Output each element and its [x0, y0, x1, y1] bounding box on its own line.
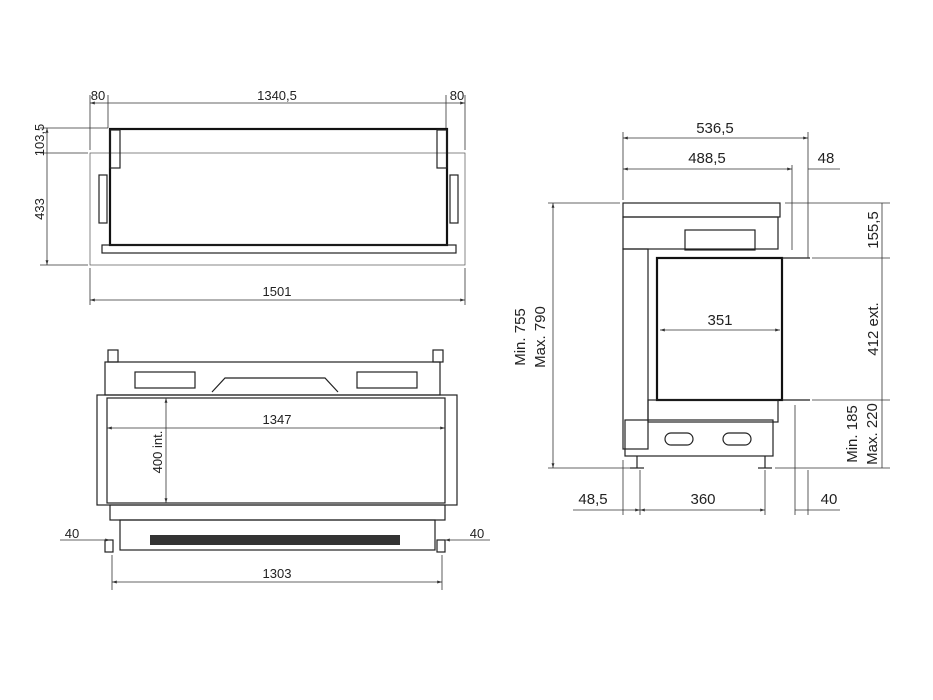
- dim-side-glass: 412 ext.: [865, 302, 882, 355]
- top-view-firebox: [108, 127, 449, 247]
- side-view-burner: [684, 229, 756, 251]
- dim-front-base-width: 1303: [263, 566, 292, 581]
- dim-side-overhang: 48: [818, 150, 835, 167]
- top-view: 80 1340,5 80 103,5 433 1501: [32, 88, 466, 305]
- front-view-grille: [150, 535, 400, 545]
- side-view-base: [624, 419, 774, 457]
- dim-front-right: 40: [470, 526, 484, 541]
- dim-side-inner: 351: [707, 312, 732, 329]
- dim-top-right: 80: [450, 88, 464, 103]
- top-view-bracket-right: [436, 129, 448, 169]
- dim-side-front-offset: 40: [821, 491, 838, 508]
- side-view: 536,5 488,5 48 Min. 755 Max. 790 351 155…: [512, 120, 890, 515]
- dim-side-bottom-min: Min. 185: [844, 405, 861, 463]
- dim-side-height-min: Min. 755: [512, 308, 529, 366]
- dim-side-total-depth: 536,5: [696, 120, 734, 137]
- dim-side-bottom-max: Max. 220: [864, 403, 881, 465]
- dim-side-depth: 488,5: [688, 150, 726, 167]
- front-view: 1347 400 int. 40 40 1303: [60, 349, 490, 590]
- top-view-base: [101, 244, 457, 254]
- top-view-bracket-left: [109, 129, 121, 169]
- dim-side-top: 155,5: [865, 211, 882, 249]
- dim-front-inner-width: 1347: [263, 412, 292, 427]
- side-view-glass: [655, 256, 784, 402]
- dim-top-center: 1340,5: [257, 88, 297, 103]
- dim-top-depth: 433: [32, 198, 47, 220]
- front-view-vent-right: [356, 371, 418, 389]
- dim-top-depth-top: 103,5: [32, 124, 47, 157]
- dim-side-foot-offset: 48,5: [578, 491, 607, 508]
- top-view-handle-right: [449, 174, 459, 224]
- dim-side-foot-span: 360: [690, 491, 715, 508]
- dim-top-left: 80: [91, 88, 105, 103]
- dim-side-height-max: Max. 790: [532, 306, 549, 368]
- side-view-top: [622, 202, 781, 218]
- dim-front-inner-height: 400 int.: [150, 431, 165, 474]
- front-view-burner-cover: [211, 377, 339, 393]
- front-view-glass: [106, 397, 446, 504]
- front-view-vent-left: [134, 371, 196, 389]
- dim-top-width: 1501: [263, 284, 292, 299]
- top-view-outer-frame: [89, 152, 466, 266]
- dim-front-left: 40: [65, 526, 79, 541]
- top-view-handle-left: [98, 174, 108, 224]
